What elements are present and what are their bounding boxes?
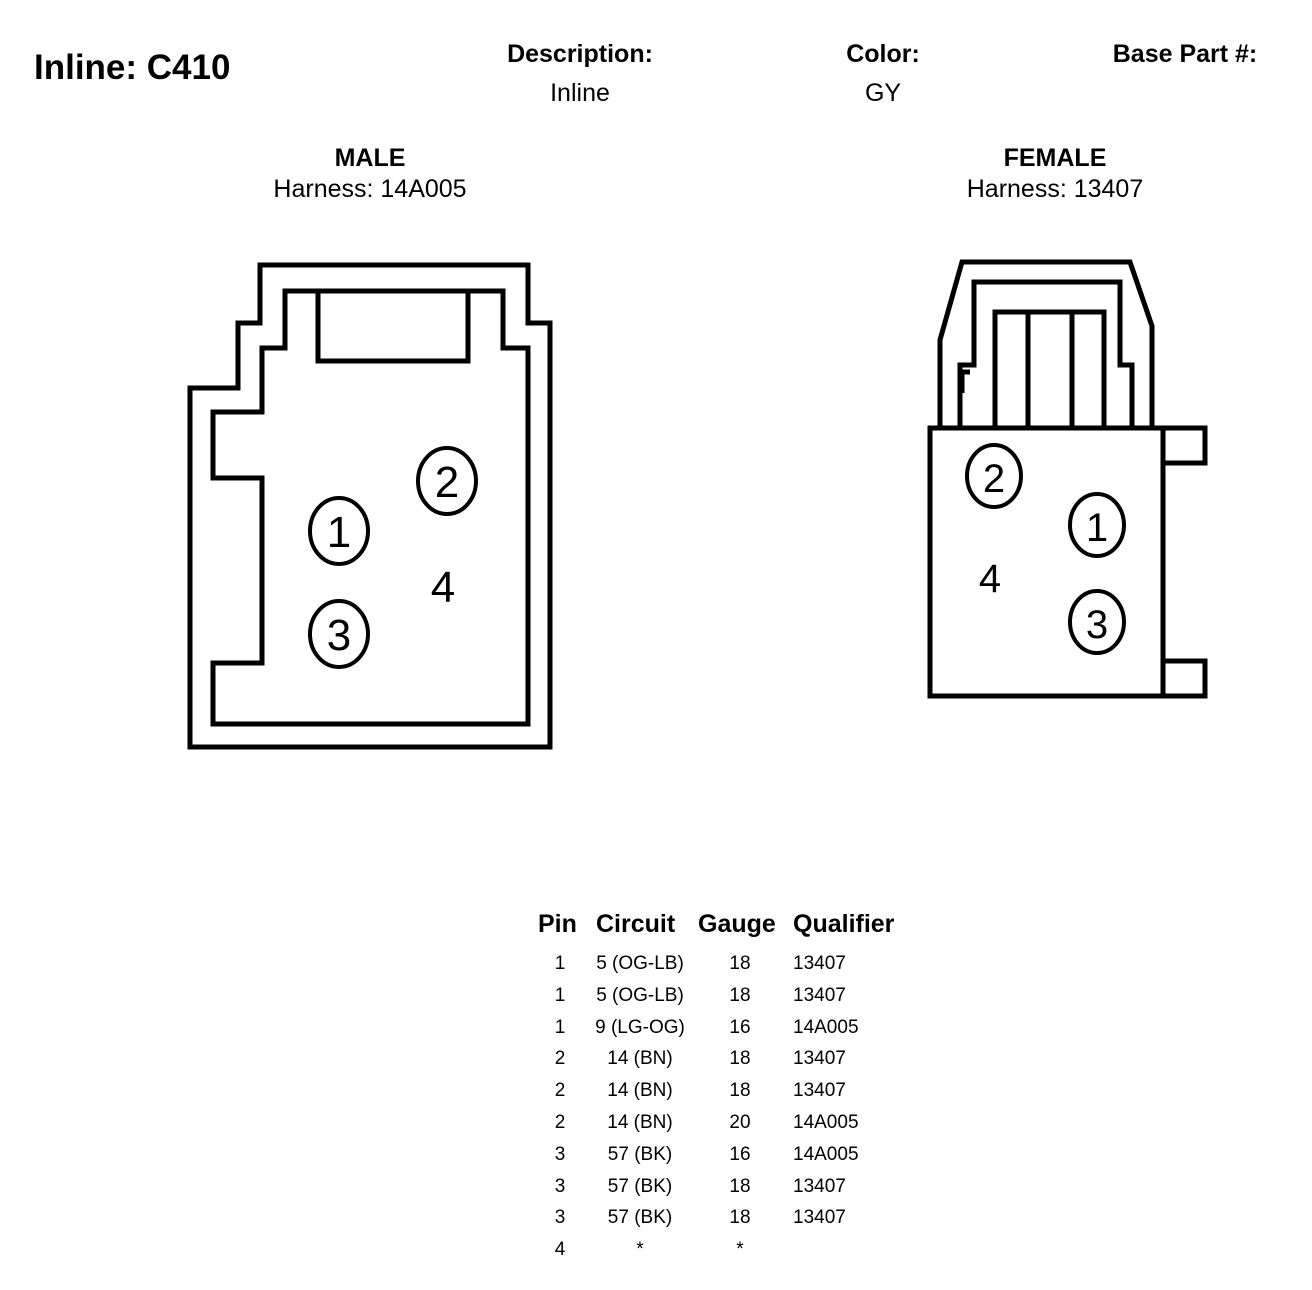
female-connector-outline xyxy=(927,259,1208,699)
circuit-cell: 57 (BK) xyxy=(607,1175,673,1197)
connector-title: Inline: C410 xyxy=(34,48,231,87)
pin-cell: 3 xyxy=(554,1143,566,1165)
description-label: Description: xyxy=(507,40,653,68)
female-pin-3-circle xyxy=(1068,589,1126,655)
pin-cell: 1 xyxy=(554,953,566,974)
circuit-cell: 14 (BN) xyxy=(607,1112,673,1133)
gauge-column-header: Gauge xyxy=(698,910,776,938)
female-pin-1-circle xyxy=(1068,492,1126,558)
female-harness: Harness: 13407 xyxy=(966,175,1144,203)
circuit-column-header: Circuit xyxy=(596,910,676,938)
pin-cell: 1 xyxy=(554,1016,566,1038)
color-label: Color: xyxy=(846,40,920,68)
gauge-cell: 18 xyxy=(729,1080,751,1102)
male-label: MALE xyxy=(334,144,406,172)
female-upper-tab-icon xyxy=(1160,425,1208,466)
male-pin-2-number: 2 xyxy=(435,458,459,507)
pin-column-header: Pin xyxy=(538,910,577,938)
female-pin-2-number: 2 xyxy=(983,457,1005,501)
qualifier-cell: 14A005 xyxy=(793,1016,859,1038)
female-pin-3-number: 3 xyxy=(1086,603,1108,647)
female-pin-2-circle xyxy=(965,443,1023,509)
circuit-cell: 14 (BN) xyxy=(607,1048,673,1070)
qualifier-cell: 14A005 xyxy=(793,1112,859,1133)
female-pin-1-number: 1 xyxy=(1086,506,1108,550)
male-pin-2-circle xyxy=(416,446,478,516)
qualifier-cell: 13407 xyxy=(793,1175,846,1197)
gauge-cell: 16 xyxy=(729,1016,751,1038)
female-lower-tab-icon xyxy=(1160,658,1208,699)
qualifier-cell: 14A005 xyxy=(793,1143,859,1165)
pin-cell: 2 xyxy=(554,1080,566,1102)
gauge-cell: * xyxy=(736,1239,744,1261)
base-part-label: Base Part #: xyxy=(1112,40,1258,68)
gauge-cell: 18 xyxy=(729,953,751,974)
circuit-cell: * xyxy=(636,1239,644,1261)
pin-cell: 1 xyxy=(554,984,566,1006)
male-latch-icon xyxy=(315,288,471,364)
female-latch-housing-icon xyxy=(937,259,1155,428)
circuit-cell: 5 (OG-LB) xyxy=(596,984,684,1006)
pin-cell: 2 xyxy=(554,1048,566,1070)
male-pin-3-circle xyxy=(308,599,370,669)
male-connector-outline xyxy=(187,262,553,750)
male-pin-1-circle xyxy=(308,496,370,566)
circuit-cell: 9 (LG-OG) xyxy=(595,1016,685,1038)
female-pin-4-number: 4 xyxy=(979,557,1001,601)
qualifier-cell: 13407 xyxy=(793,1080,846,1102)
pin-cell: 2 xyxy=(554,1112,566,1133)
gauge-cell: 18 xyxy=(729,1048,751,1070)
circuit-cell: 57 (BK) xyxy=(607,1143,673,1165)
gauge-cell: 16 xyxy=(729,1143,751,1165)
circuit-cell: 14 (BN) xyxy=(607,1080,673,1102)
qualifier-cell: 13407 xyxy=(793,1207,846,1229)
qualifier-cell: 13407 xyxy=(793,1048,846,1070)
gauge-cell: 18 xyxy=(729,984,751,1006)
gauge-cell: 18 xyxy=(729,1175,751,1197)
pin-cell: 4 xyxy=(554,1239,566,1261)
connector-diagram: 1 2 3 4 2 1 4 3 xyxy=(187,259,1208,750)
pin-cell: 3 xyxy=(554,1207,566,1229)
circuit-cell: 57 (BK) xyxy=(607,1207,673,1229)
gauge-cell: 20 xyxy=(729,1112,751,1133)
qualifier-column-header: Qualifier xyxy=(793,910,895,938)
qualifier-cell: 13407 xyxy=(793,984,846,1006)
pin-cell: 3 xyxy=(554,1175,566,1197)
description-value: Inline xyxy=(550,79,610,107)
male-pin-1-number: 1 xyxy=(327,508,351,557)
male-pin-3-number: 3 xyxy=(327,611,351,660)
gauge-cell: 18 xyxy=(729,1207,751,1229)
circuit-cell: 5 (OG-LB) xyxy=(596,953,684,974)
qualifier-cell: 13407 xyxy=(793,953,846,974)
male-harness: Harness: 14A005 xyxy=(273,175,467,203)
male-pin-4-number: 4 xyxy=(431,563,455,612)
female-label: FEMALE xyxy=(1003,144,1107,172)
color-value: GY xyxy=(864,79,902,107)
